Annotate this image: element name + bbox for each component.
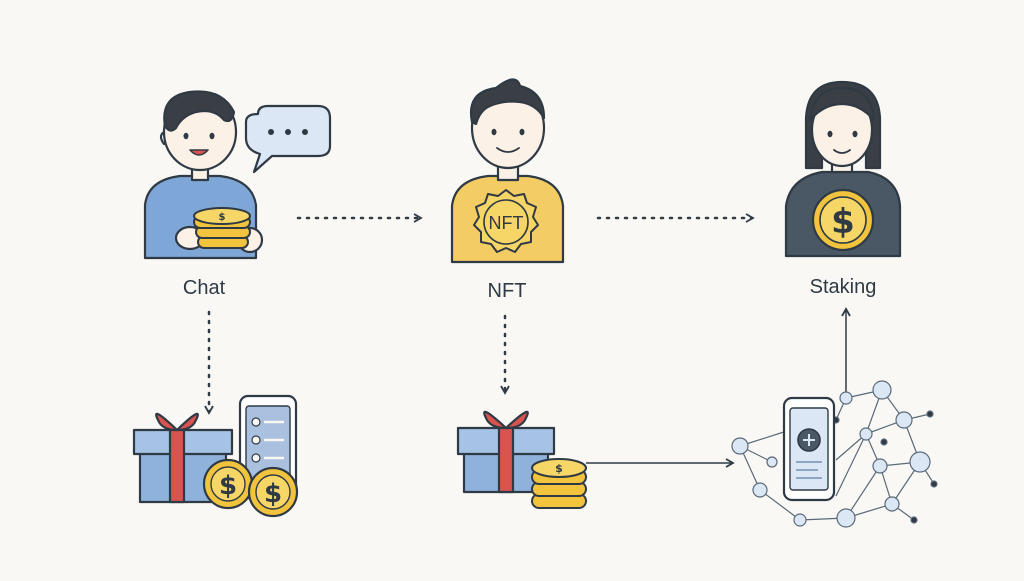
nft-coin-stack-icon: $ bbox=[531, 458, 587, 509]
network-phone-icon bbox=[782, 396, 836, 502]
svg-text:$: $ bbox=[264, 479, 282, 509]
staking-label: Staking bbox=[809, 276, 877, 298]
speech-bubble-icon bbox=[244, 104, 332, 174]
svg-text:$: $ bbox=[555, 462, 563, 475]
chat-coins-icon: $ $ bbox=[202, 458, 299, 518]
staking-person-illustration bbox=[784, 80, 902, 258]
staking-coin-icon: $ bbox=[811, 188, 875, 252]
nft-label: NFT bbox=[487, 280, 527, 302]
nft-badge-text: NFT bbox=[489, 213, 524, 233]
chat-coin-stack: $ bbox=[193, 207, 251, 249]
svg-text:$: $ bbox=[831, 202, 855, 242]
chat-label: Chat bbox=[182, 277, 226, 299]
svg-text:$: $ bbox=[219, 471, 237, 501]
nft-badge-icon: NFT bbox=[473, 189, 539, 253]
svg-text:$: $ bbox=[219, 212, 226, 223]
